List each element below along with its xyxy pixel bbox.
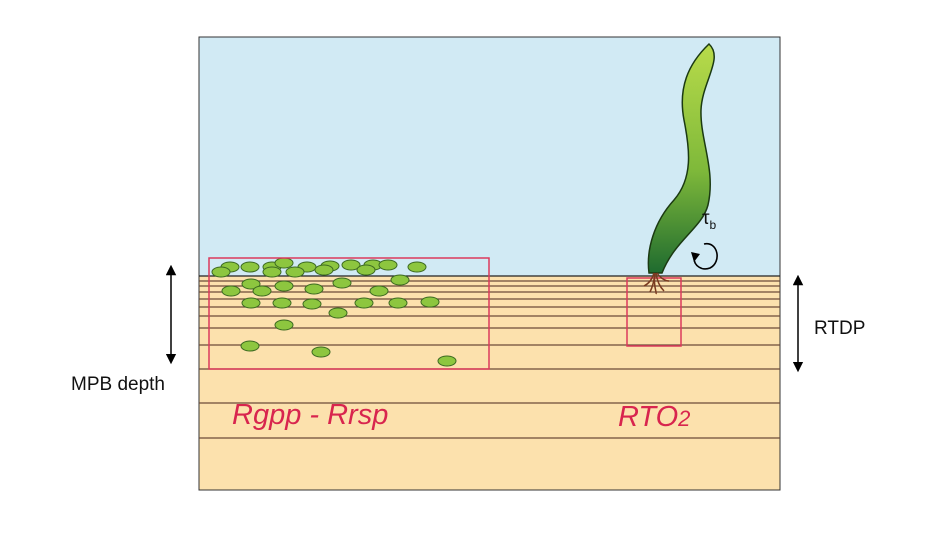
mpb-cell	[240, 261, 260, 273]
mpb-cell	[211, 266, 231, 278]
mpb-cell	[341, 259, 361, 271]
mpb-cell	[221, 285, 241, 297]
rto2-label: RTO2	[618, 401, 690, 434]
mpb-cell	[407, 261, 427, 273]
mpb-cell	[314, 264, 334, 276]
mpb-cell	[332, 277, 352, 289]
mpb-cell	[328, 307, 348, 319]
mpb-cell	[354, 297, 374, 309]
mpb-cell	[285, 266, 305, 278]
mpb-cell	[274, 319, 294, 331]
mpb-cell	[262, 266, 282, 278]
mpb-cell	[241, 278, 261, 290]
tau-subscript: b	[709, 217, 717, 232]
mpb-cell	[420, 296, 440, 308]
mpb-cells	[211, 257, 457, 367]
mpb-cell	[311, 346, 331, 358]
mpb-cell	[272, 297, 292, 309]
tau-symbol: τ	[702, 208, 710, 229]
mpb-cell	[274, 257, 294, 269]
seagrass-roots	[643, 272, 670, 295]
tau-b-label: τb	[702, 208, 716, 232]
mpb-cell	[388, 297, 408, 309]
rotation-arrowhead	[691, 252, 700, 262]
rgpp-rrsp-label: Rgpp - Rrsp	[232, 399, 389, 431]
mpb-depth-label: MPB depth	[71, 374, 165, 395]
mpb-highlight-box	[208, 257, 490, 370]
rtdp-label: RTDP	[814, 318, 866, 339]
mpb-cell	[437, 355, 457, 367]
rotation-arrow-icon	[693, 243, 718, 270]
mpb-cell	[356, 264, 376, 276]
mpb-cell	[274, 280, 294, 292]
rto2-main: RTO	[618, 401, 679, 433]
mpb-cell	[302, 298, 322, 310]
mpb-cell	[369, 285, 389, 297]
mpb-cell	[304, 283, 324, 295]
mpb-cell	[378, 259, 398, 271]
seagrass-plant	[647, 42, 715, 274]
mpb-cell	[241, 297, 261, 309]
rto2-subscript: 2	[678, 406, 691, 431]
mpb-cell	[390, 274, 410, 286]
mpb-cell	[240, 340, 260, 352]
mpb-cell	[252, 285, 272, 297]
